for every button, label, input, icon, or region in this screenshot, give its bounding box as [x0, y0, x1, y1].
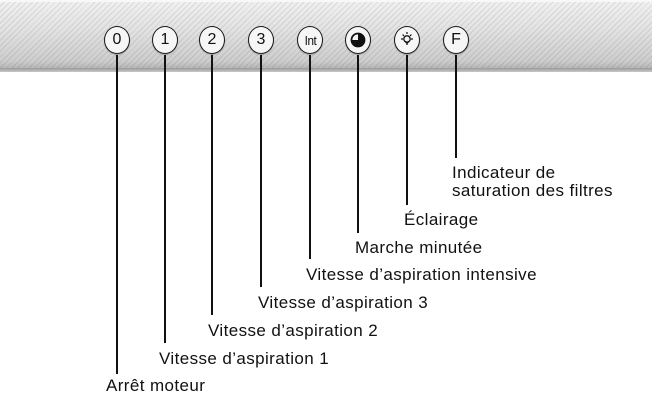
label-speed-2: Vitesse d’aspiration 2: [208, 321, 379, 340]
filter-button-symbol: F: [451, 31, 461, 48]
timer-button[interactable]: [345, 26, 371, 54]
label-timer: Marche minutée: [355, 238, 483, 257]
label-speed-3: Vitesse d’aspiration 3: [258, 293, 429, 312]
label-filter-line-1: Indicateur de: [452, 163, 556, 182]
control-panel: 0 1 2 3 Int F: [0, 0, 652, 72]
label-light: Éclairage: [404, 210, 479, 229]
stop-button[interactable]: 0: [104, 26, 130, 54]
intensive-button[interactable]: Int: [297, 26, 323, 54]
panel-bottom-edge: [0, 68, 652, 72]
stop-button-symbol: 0: [112, 31, 122, 48]
filter-button[interactable]: F: [443, 26, 469, 54]
label-intensive: Vitesse d’aspiration intensive: [306, 265, 537, 284]
label-stop: Arrêt moteur: [106, 376, 206, 395]
light-button[interactable]: [394, 26, 420, 54]
timer-icon: [350, 32, 366, 48]
speed-3-button[interactable]: 3: [248, 26, 274, 54]
speed-2-button[interactable]: 2: [199, 26, 225, 54]
speed-3-button-symbol: 3: [256, 31, 266, 48]
speed-1-button-symbol: 1: [160, 31, 170, 48]
light-bulb-icon: [401, 32, 413, 45]
intensive-button-symbol: Int: [304, 32, 316, 48]
panel-top-edge: [0, 0, 652, 2]
label-filter-line-2: saturation des filtres: [452, 181, 613, 200]
label-speed-1: Vitesse d’aspiration 1: [159, 349, 330, 368]
speed-2-button-symbol: 2: [207, 31, 217, 48]
speed-1-button[interactable]: 1: [152, 26, 178, 54]
